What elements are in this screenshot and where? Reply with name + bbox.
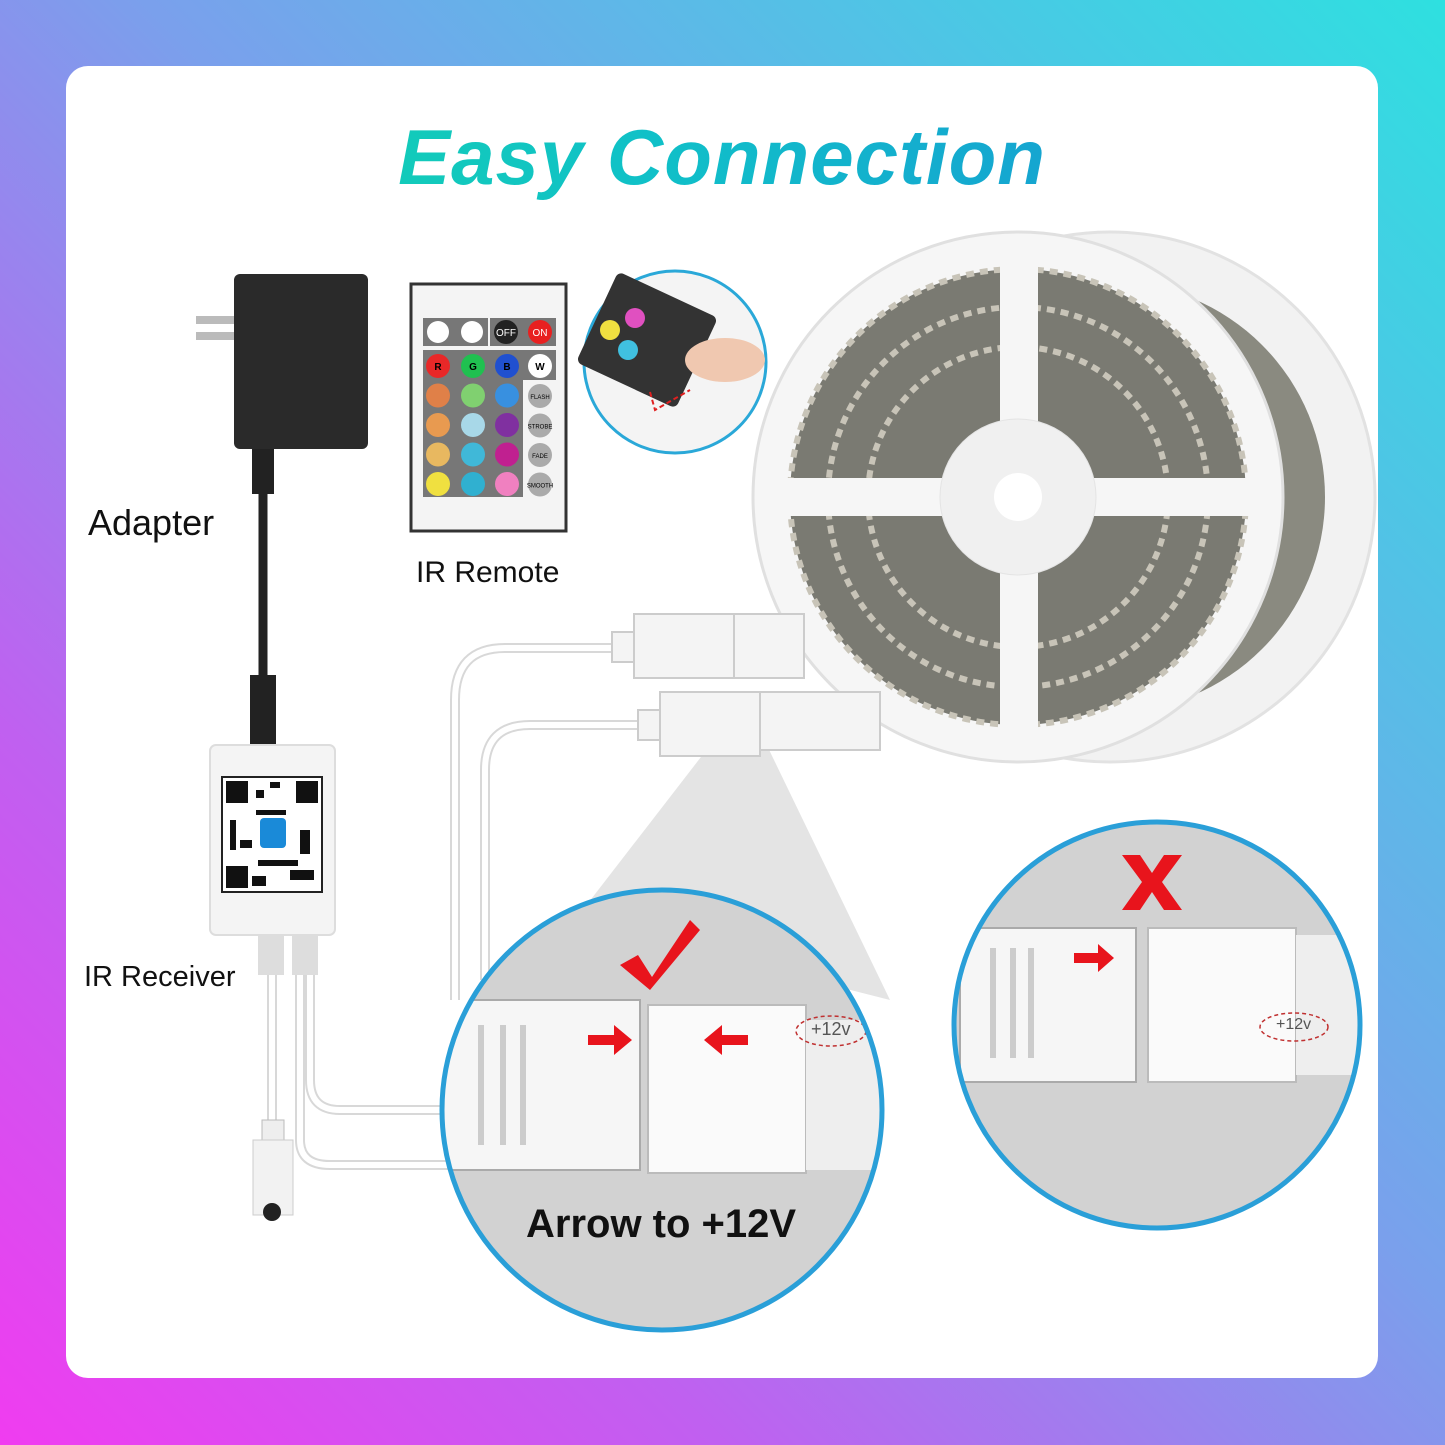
- remote-mode-label: STROBE: [528, 425, 553, 431]
- remote-color-button: [495, 413, 519, 437]
- page-title: Easy Connection: [66, 112, 1378, 203]
- product-card: Easy Connection: [66, 66, 1378, 1378]
- power-adapter: [196, 274, 368, 745]
- strip-marking-left: +12v: [811, 1019, 851, 1039]
- remote-color-button: [426, 413, 450, 437]
- x-icon: [1122, 855, 1182, 910]
- remote-color-button: [495, 472, 519, 496]
- remote-color-button: [461, 354, 485, 378]
- led-strip-reel-front: [751, 230, 1285, 764]
- remote-mode-label: FADE: [532, 454, 548, 460]
- remote-mode-label: SMOOTH: [527, 484, 553, 490]
- remote-mode-button: [528, 384, 552, 408]
- adapter-label: Adapter: [88, 502, 215, 543]
- remote-button-label: G: [469, 362, 477, 373]
- remote-color-button: [461, 383, 485, 408]
- remote-color-button: [495, 383, 519, 408]
- remote-off-button: [494, 320, 518, 344]
- remote-color-button: [461, 413, 485, 437]
- check-icon: [620, 920, 700, 990]
- arrow-to-12v-label: Arrow to +12V: [526, 1202, 797, 1246]
- remote-color-button: [426, 354, 450, 378]
- remote-color-button: [528, 354, 552, 378]
- ir-receiver: [209, 744, 336, 1221]
- ir-remote-label: IR Remote: [416, 556, 560, 589]
- remote-off-label: OFF: [496, 328, 516, 339]
- remote-color-button: [426, 442, 450, 467]
- remote-button-label: W: [535, 362, 545, 373]
- ir-remote: OFF ON R G B W FLASH STROBE FADE SMOOTH: [409, 282, 568, 533]
- remote-color-button: [461, 442, 485, 467]
- remote-on-button: [528, 320, 552, 344]
- remote-color-button: [426, 472, 450, 496]
- connection-diagram: OFF ON R G B W FLASH STROBE FADE SMOOTH: [196, 230, 1377, 1333]
- remote-color-button: [426, 383, 450, 408]
- remote-color-button: [495, 354, 519, 378]
- remote-color-button: [461, 472, 485, 496]
- remote-battery-inset: [577, 269, 768, 455]
- remote-button-label: B: [503, 362, 510, 373]
- remote-color-button: [495, 442, 519, 467]
- remote-mode-button: [528, 413, 552, 438]
- remote-mode-button: [528, 472, 552, 497]
- remote-on-label: ON: [533, 328, 548, 339]
- strip-connectors: [611, 613, 881, 757]
- wrong-connection-zoom: [954, 822, 1360, 1228]
- ir-receiver-label: IR Receiver: [84, 961, 236, 993]
- correct-connection-zoom: [442, 890, 882, 1330]
- remote-mode-button: [528, 443, 552, 467]
- remote-button-label: R: [434, 362, 442, 373]
- remote-mode-label: FLASH: [530, 395, 549, 401]
- strip-marking-right: +12v: [1276, 1016, 1312, 1033]
